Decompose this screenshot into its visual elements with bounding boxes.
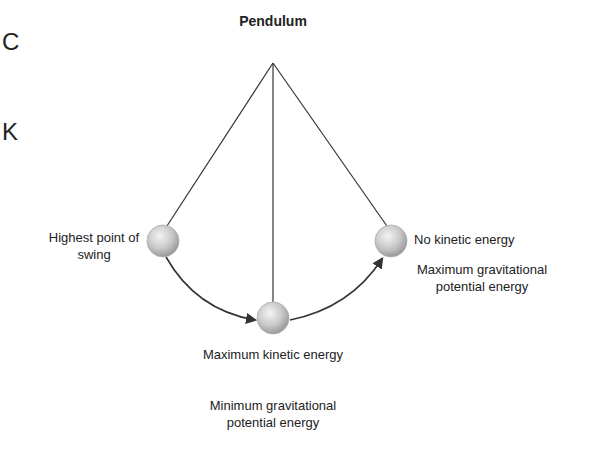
pendulum-bob [147,225,179,257]
pendulum-string [165,63,273,229]
diagram-title: Pendulum [173,12,373,30]
pendulum-bob [375,225,407,257]
energy-label: No kinetic energy [414,232,514,249]
pendulum-string [272,63,273,302]
energy-label: Minimum gravitational potential energy [193,398,353,432]
pendulum-bob [257,302,289,334]
position-label: Highest point of swing [44,230,144,264]
energy-label: Maximum gravitational potential energy [402,262,562,296]
energy-label: Maximum kinetic energy [173,347,373,364]
page-letter: C [2,26,19,57]
page-letter: K [2,116,18,147]
pendulum-string [273,63,389,229]
swing-arrow [166,257,255,320]
swing-arrow [290,259,382,320]
